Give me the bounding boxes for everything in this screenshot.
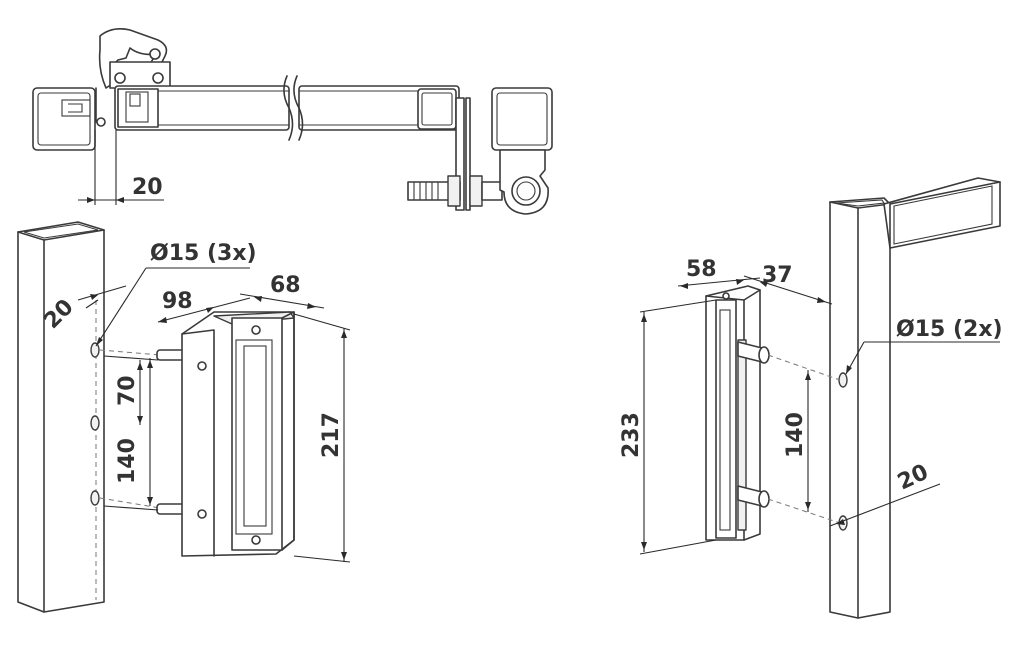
top-gap-label: 20 [132, 175, 163, 200]
right-depth-label: 58 [686, 257, 717, 282]
right-bolts [737, 341, 841, 524]
left-spacing-lower-label: 140 [115, 438, 140, 484]
left-bolts [99, 349, 186, 515]
left-hole-label: Ø15 (3x) [150, 241, 257, 266]
plan-gate-bar [114, 75, 460, 141]
left-depth-label: 98 [162, 289, 193, 314]
plan-hinge [407, 87, 553, 215]
left-spacing-upper-label: 70 [115, 375, 140, 406]
right-spacing-label: 140 [783, 412, 808, 458]
right-post [829, 197, 891, 619]
plan-lock-lever [95, 28, 171, 127]
right-post-width-label: 20 [894, 460, 932, 496]
right-hole-label: Ø15 (2x) [896, 317, 1003, 342]
left-keeper [181, 311, 295, 557]
right-assembly: 58 37 233 140 Ø15 (2x) 20 [619, 177, 1003, 619]
plan-left-post [32, 87, 96, 151]
left-height-label: 217 [319, 412, 344, 458]
top-gap-dimension: 20 [78, 130, 164, 205]
right-height-label: 233 [619, 412, 644, 458]
right-dimensions: 58 37 233 140 Ø15 (2x) 20 [619, 257, 1003, 555]
left-width-label: 68 [270, 273, 301, 298]
left-post [17, 221, 105, 613]
top-plan-view: 20 [32, 28, 553, 215]
left-dimensions: 20 Ø15 (3x) 98 68 70 140 [39, 241, 351, 563]
right-width-label: 37 [762, 263, 793, 288]
left-assembly: 20 Ø15 (3x) 98 68 70 140 [17, 221, 351, 613]
right-gate-bar [883, 177, 1001, 249]
